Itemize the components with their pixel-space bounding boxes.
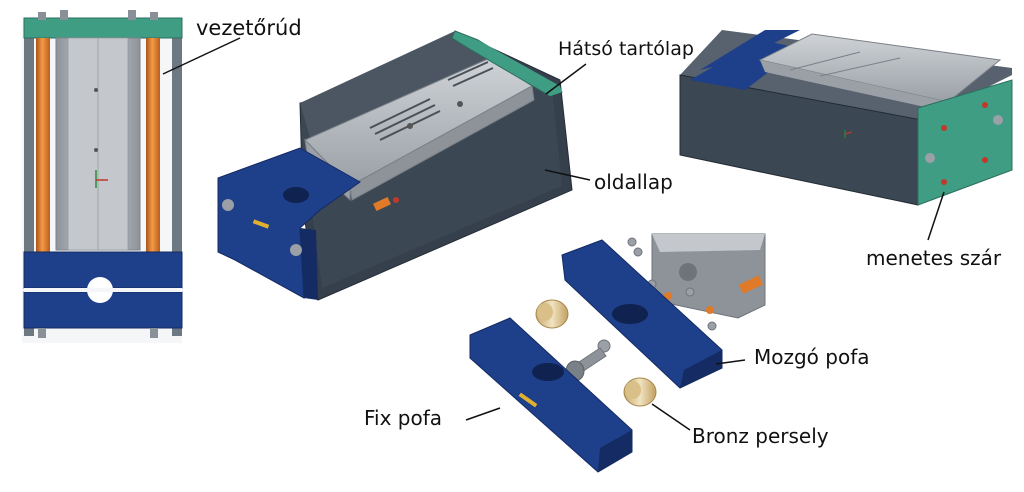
label-threaded-rod: menetes szár [866,246,1002,270]
leader-rear-plate [545,63,587,95]
label-rear-plate: Hátsó tartólap [558,38,694,60]
label-fixed-jaw: Fix pofa [364,406,443,430]
label-moving-jaw: Mozgó pofa [754,345,870,369]
leader-side-plate [544,169,591,181]
leader-guide-rod [162,37,241,75]
leader-threaded-rod [927,191,945,241]
leader-fixed-jaw [465,407,501,421]
top-rear-plate [23,17,183,39]
guide-rod-left [36,38,50,252]
top-view [22,10,183,343]
label-bronze-bushing: Bronz persely [692,424,829,448]
label-guide-rod: vezetőrúd [196,16,302,40]
isometric-view [217,30,573,301]
guide-rod-right [146,38,160,252]
leader-bronze-bushing [651,403,691,431]
label-side-plate: oldallap [594,170,673,194]
leader-moving-jaw [715,359,746,365]
rear-view [679,30,1013,206]
rear-view-teal-plate [917,79,1013,206]
exploded-view [469,233,766,473]
